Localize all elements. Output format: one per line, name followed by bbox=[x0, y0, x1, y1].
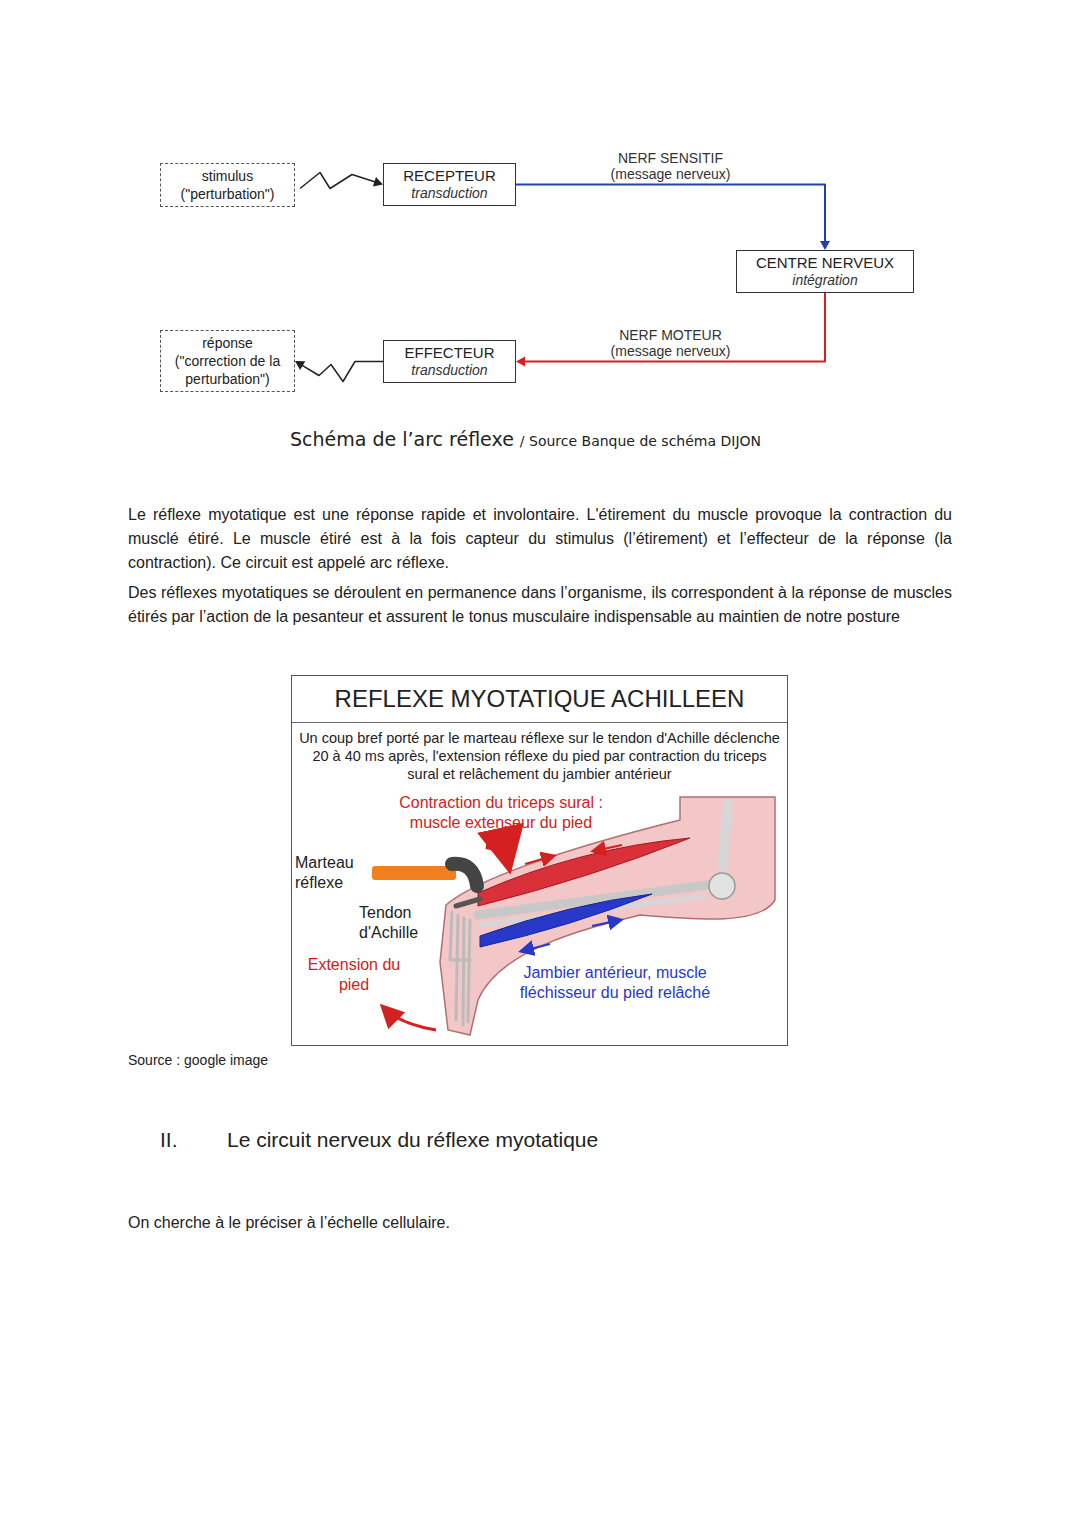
edge-label-group: NERF SENSITIF(message nerveux) bbox=[611, 150, 731, 182]
box-subtitle: transduction bbox=[388, 362, 511, 379]
femur-bone bbox=[722, 800, 728, 872]
section-heading: Le circuit nerveux du réflexe myotatique bbox=[227, 1126, 927, 1154]
contraction-arrow bbox=[525, 856, 553, 864]
extension-arrow bbox=[384, 1008, 436, 1030]
connector-line bbox=[300, 173, 375, 189]
arrowhead bbox=[516, 357, 525, 367]
effector-box: EFFECTEURtransduction bbox=[383, 340, 516, 383]
box-subtitle: intégration bbox=[741, 272, 909, 289]
connector bbox=[295, 361, 383, 382]
connector bbox=[516, 293, 825, 367]
knee-joint bbox=[709, 873, 735, 899]
edge-note: (message nerveux) bbox=[611, 166, 731, 182]
arrowhead bbox=[373, 177, 383, 187]
hammer-handle bbox=[372, 866, 456, 880]
foot-bones bbox=[450, 912, 470, 1025]
box-title: EFFECTEUR bbox=[388, 344, 511, 362]
receptor-box: RECEPTEURtransduction bbox=[383, 163, 516, 206]
arrowhead bbox=[295, 361, 305, 370]
paragraph: Le réflexe myotatique est une réponse ra… bbox=[128, 503, 952, 575]
response-text: réponse ("correction de la perturbation"… bbox=[167, 334, 288, 388]
box-title: CENTRE NERVEUX bbox=[741, 254, 909, 272]
hammer-head bbox=[452, 864, 477, 886]
paragraph: Des réflexes myotatiques se déroulent en… bbox=[128, 581, 952, 629]
relaxation-arrow bbox=[522, 944, 550, 951]
connector-line bbox=[302, 362, 383, 382]
response-box: réponse ("correction de la perturbation"… bbox=[160, 330, 295, 392]
leg-outline bbox=[440, 797, 775, 1035]
impact-arrow bbox=[486, 846, 508, 863]
frame-title: REFLEXE MYOTATIQUE ACHILLEEN bbox=[292, 676, 787, 723]
paragraph: On cherche à le préciser à l’échelle cel… bbox=[128, 1211, 888, 1235]
frame-description: Un coup bref porté par le marteau réflex… bbox=[292, 723, 787, 789]
tool-label: Marteau réflexe bbox=[295, 853, 369, 893]
edge-label-group: NERF MOTEUR(message nerveux) bbox=[611, 327, 731, 359]
edge-note: (message nerveux) bbox=[611, 343, 731, 359]
connector-line bbox=[524, 293, 825, 362]
stimulus-text: stimulus ("perturbation") bbox=[167, 167, 288, 203]
connector-line bbox=[516, 185, 825, 243]
relaxation-arrow bbox=[592, 920, 620, 926]
caption-row: Schéma de l’arc réflexe / Source Banque d… bbox=[290, 428, 761, 450]
section-number: II. bbox=[160, 1126, 210, 1154]
connector bbox=[300, 173, 383, 189]
nerve-label: NERF MOTEUR bbox=[611, 327, 731, 343]
caption-source: / Source Banque de schéma DIJON bbox=[520, 433, 761, 449]
source-note: Source : google image bbox=[128, 1051, 448, 1069]
connector bbox=[516, 185, 830, 251]
box-title: RECEPTEUR bbox=[388, 167, 511, 185]
muscle-label: Jambier antérieur, muscle fléchisseur du… bbox=[508, 963, 722, 1003]
muscle-label: Contraction du triceps sural : muscle ex… bbox=[372, 793, 630, 833]
box-subtitle: transduction bbox=[388, 185, 511, 202]
arrowhead bbox=[820, 241, 830, 250]
movement-label: Extension du pied bbox=[306, 955, 402, 995]
nerve-label: NERF SENSITIF bbox=[611, 150, 731, 166]
tibialis-anterior-muscle bbox=[480, 894, 652, 947]
nerve-center-box: CENTRE NERVEUXintégration bbox=[736, 250, 914, 293]
stimulus-box: stimulus ("perturbation") bbox=[160, 163, 295, 207]
tendon-label: Tendon d'Achille bbox=[359, 903, 437, 943]
caption: Schéma de l’arc réflexe bbox=[290, 428, 514, 450]
triceps-sural-muscle bbox=[478, 838, 690, 906]
achilles-tendon bbox=[456, 899, 480, 906]
contraction-arrow bbox=[594, 845, 622, 851]
